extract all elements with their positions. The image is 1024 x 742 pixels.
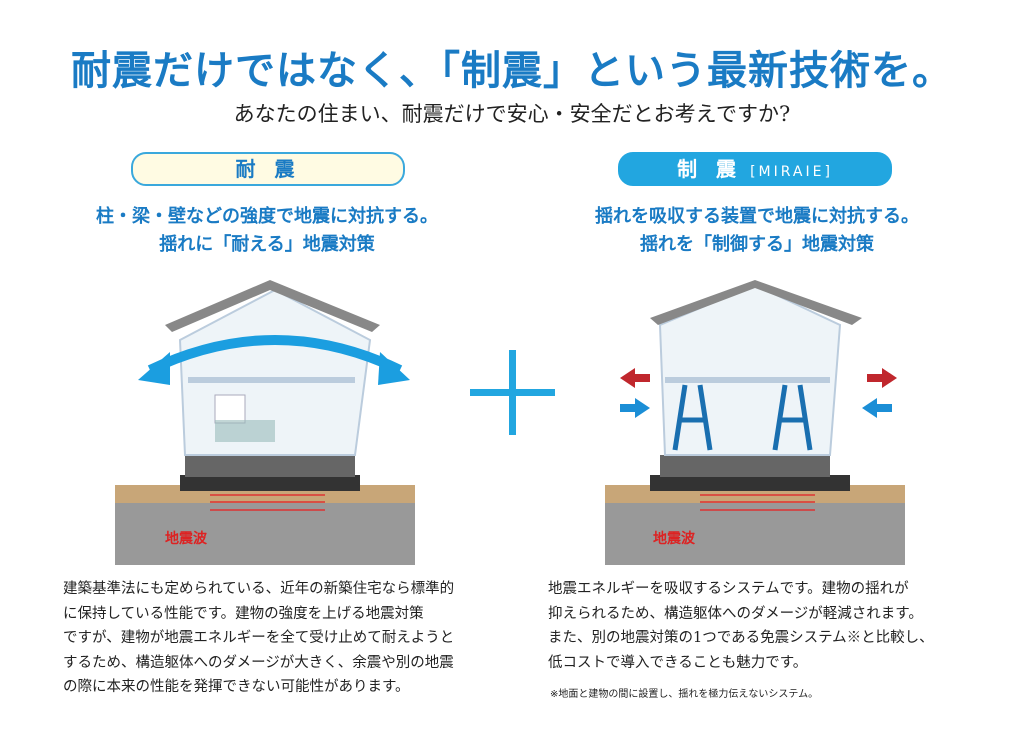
description-line: ですが、建物が地震エネルギーを全て受け止めて耐えようと	[63, 630, 455, 646]
seishin-house-illustration	[605, 280, 905, 565]
taishin-heading: 柱・梁・壁などの強度で地震に対抗する。 揺れに「耐える」地震対策	[32, 203, 502, 259]
description-line: 低コストで導入できることも魅力です。	[548, 654, 808, 671]
heading-line: 揺れに「耐える」地震対策	[159, 234, 375, 255]
heading-line: 揺れを「制御する」地震対策	[640, 234, 874, 255]
main-title: 耐震だけではなく、「制震」という最新技術を。	[71, 48, 953, 94]
description-line: の際に本来の性能を発揮できない可能性があります。	[63, 679, 410, 695]
left-wave-label: 地震波	[165, 531, 207, 547]
description-line: 建築基準法にも定められている、近年の新築住宅なら標準的	[63, 581, 455, 597]
taishin-description: 建築基準法にも定められている、近年の新築住宅なら標準的 に保持している性能です。…	[63, 577, 454, 700]
seishin-description: 地震エネルギーを吸収するシステムです。建物の揺れが 抑えられるため、構造躯体への…	[548, 577, 934, 675]
heading-line: 柱・梁・壁などの強度で地震に対抗する。	[96, 206, 438, 227]
description-line: また、別の地震対策の1つである免震システム※と比較し、	[548, 630, 934, 646]
plus-icon	[470, 350, 555, 435]
seishin-label-text: 制 震	[677, 157, 743, 181]
taishin-label: 耐 震	[131, 152, 405, 186]
seishin-label: 制 震 [MIRAIE]	[618, 152, 892, 186]
miraie-label: [MIRAIE]	[750, 164, 833, 180]
right-wave-label: 地震波	[653, 531, 695, 547]
description-line: に保持している性能です。建物の強度を上げる地震対策	[63, 605, 424, 622]
taishin-house-illustration	[115, 280, 415, 565]
heading-line: 揺れを吸収する装置で地震に対抗する。	[595, 206, 919, 227]
subtitle: あなたの住まい、耐震だけで安心・安全だとお考えですか?	[233, 102, 791, 126]
description-line: 抑えられるため、構造躯体へのダメージが軽減されます。	[548, 605, 923, 622]
seishin-heading: 揺れを吸収する装置で地震に対抗する。 揺れを「制御する」地震対策	[522, 203, 992, 259]
description-line: 地震エネルギーを吸収するシステムです。建物の揺れが	[548, 581, 909, 597]
description-line: するため、構造躯体へのダメージが大きく、余震や別の地震	[63, 654, 454, 671]
footnote: ※地面と建物の間に設置し、揺れを極力伝えないシステム。	[550, 689, 819, 700]
